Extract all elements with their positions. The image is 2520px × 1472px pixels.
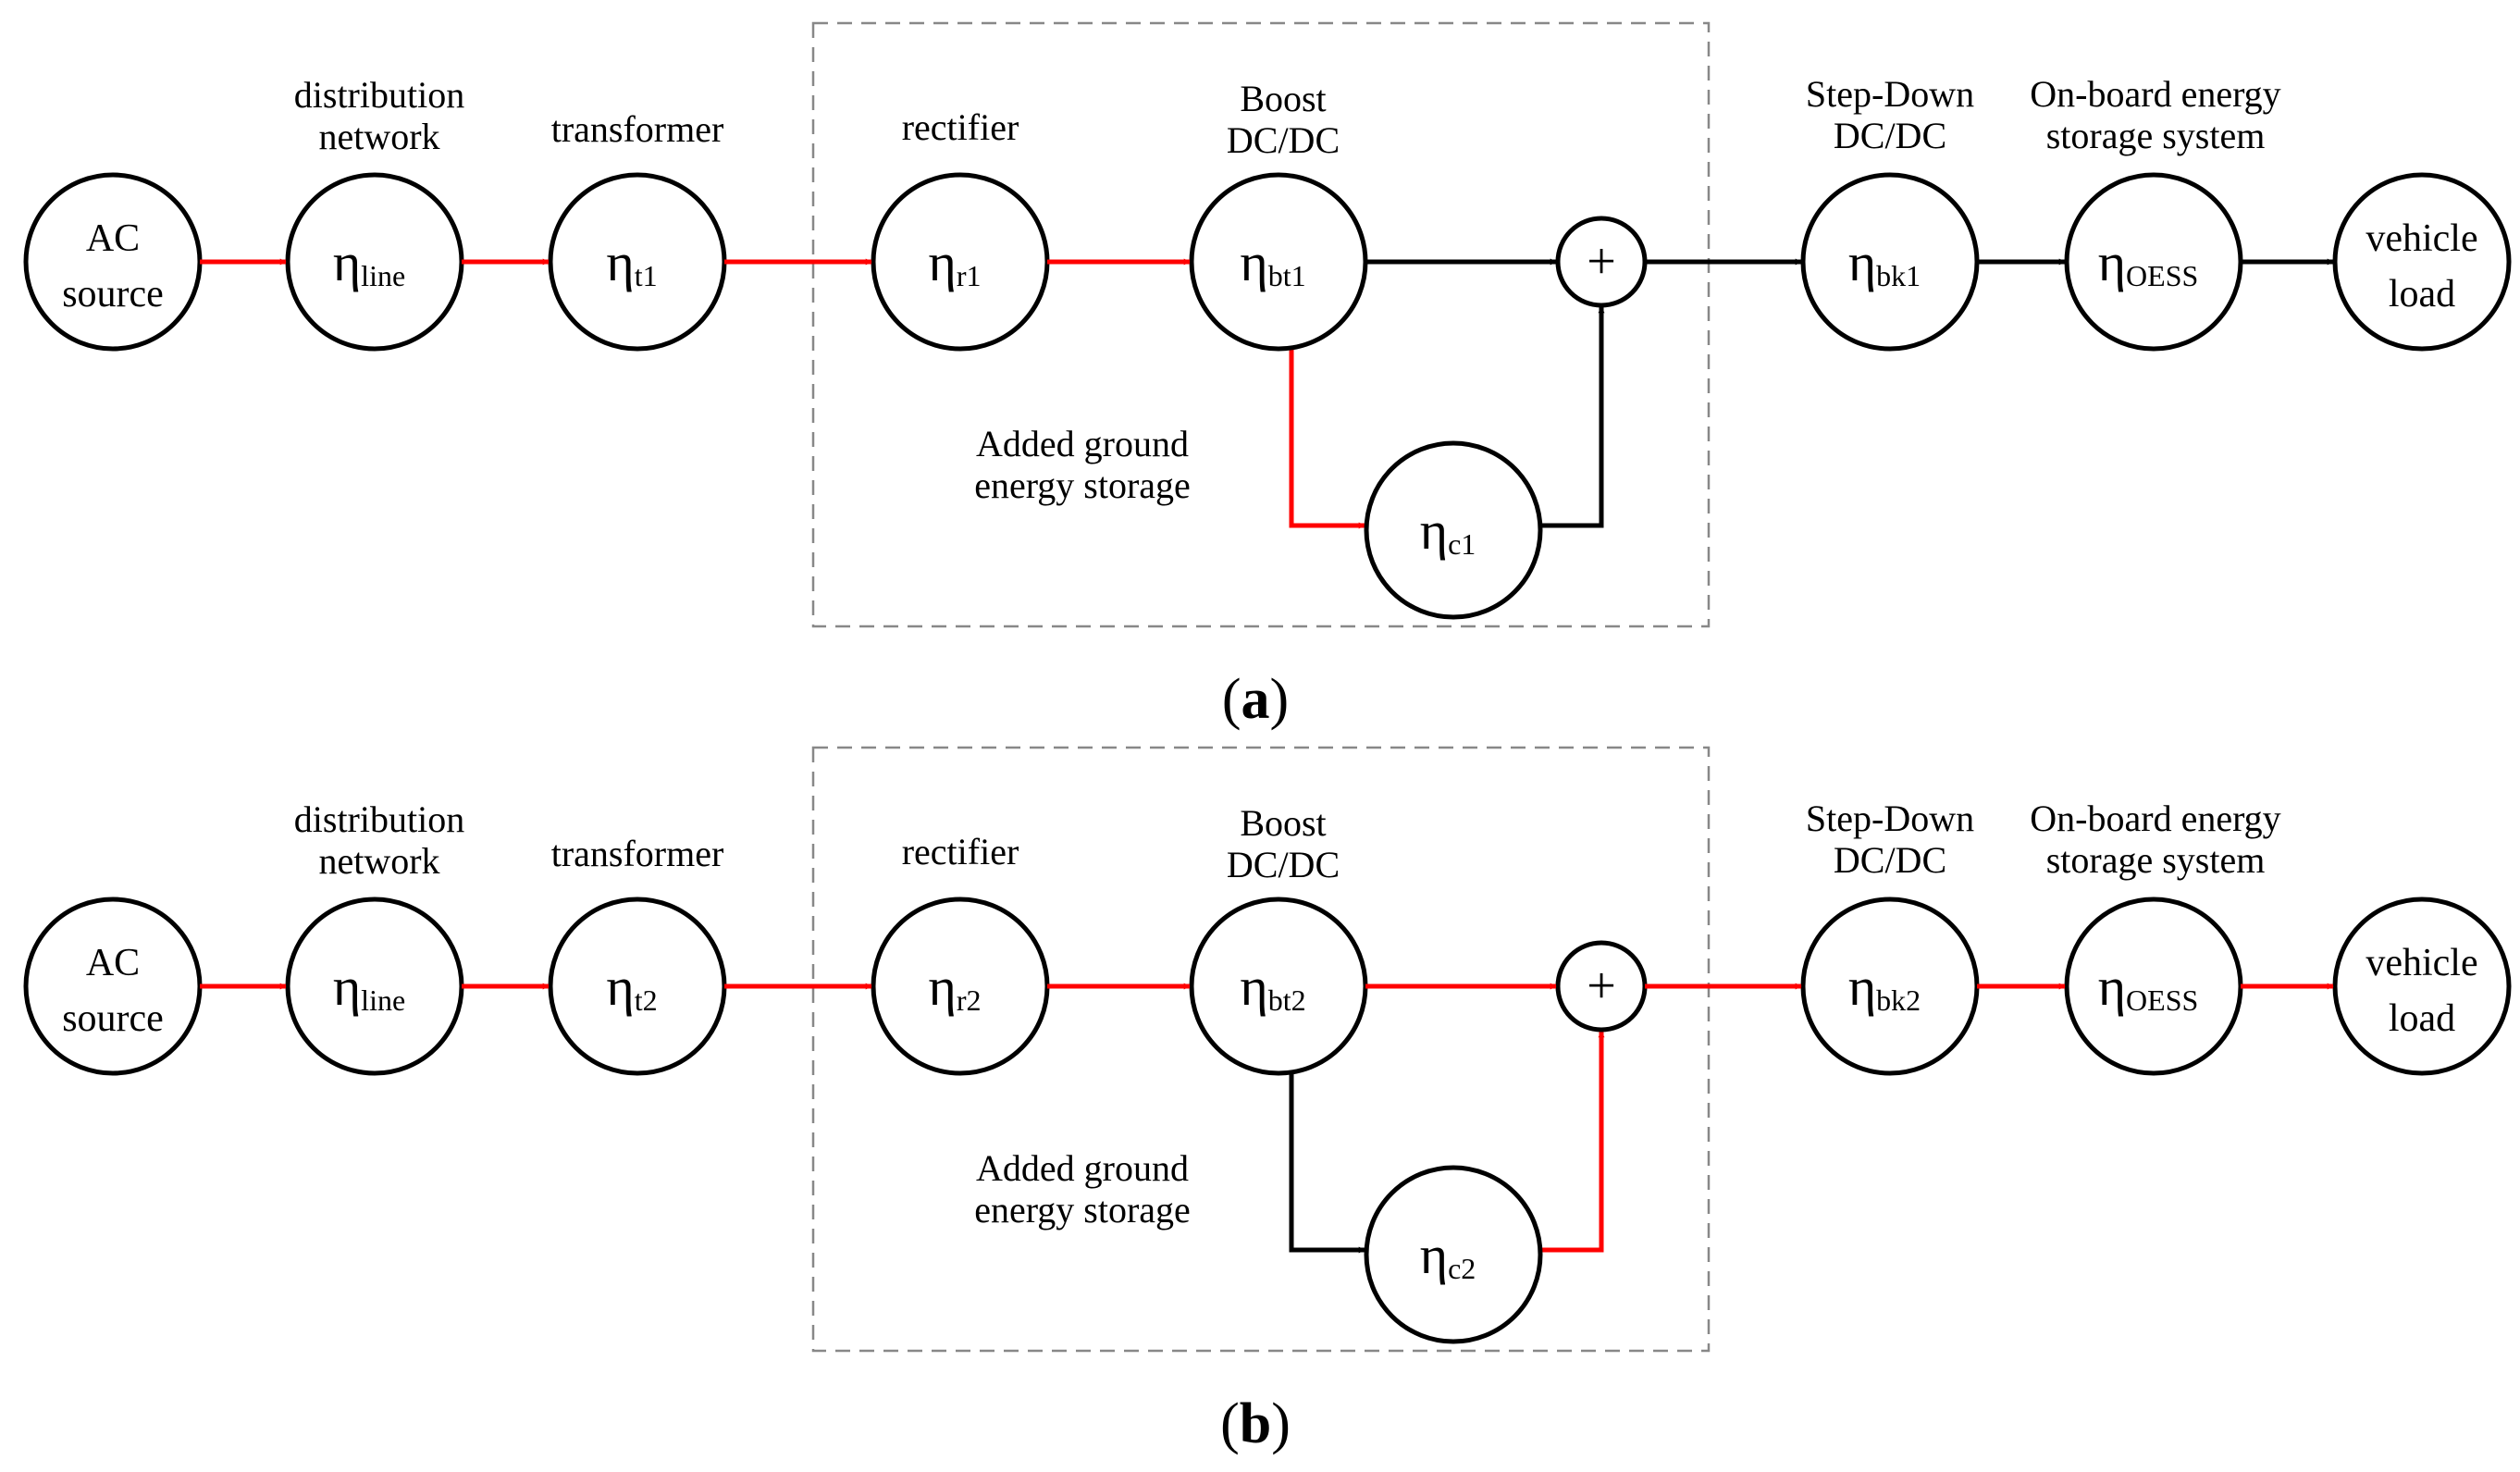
transformer-eta-symbol: η (606, 232, 634, 292)
load-node-label-2: load (2389, 997, 2455, 1040)
rectifier-label-line-1: rectifier (902, 106, 1019, 148)
edge-storage-to-sum (1540, 1031, 1605, 1253)
boost-eta-symbol: η (1240, 957, 1267, 1017)
line-eta-subscript: line (361, 259, 405, 292)
stepdown-eta-subscript: bk2 (1876, 983, 1921, 1017)
source-node-label-1: AC (86, 217, 140, 260)
transformer-eta-subscript: t2 (635, 983, 658, 1017)
step-down-dcdc-label-line-2: DC/DC (1834, 839, 1946, 881)
storage-eta-symbol: η (1420, 501, 1448, 561)
added-ground-storage-label-line-1: Added ground (976, 1147, 1189, 1189)
distribution-network-label-line-1: distribution (294, 798, 464, 840)
distribution-network-label-line-1: distribution (294, 74, 464, 116)
edges (1289, 306, 1605, 529)
added-ground-storage-label-line-2: energy storage (974, 464, 1191, 506)
stepdown-eta-symbol: η (1848, 957, 1876, 1017)
edge-boost-to-storage (1289, 347, 1365, 529)
line-eta-symbol: η (333, 957, 361, 1017)
transformer-efficiency-label: ηt2 (606, 957, 657, 1017)
rectifier-efficiency-label: ηr1 (929, 232, 982, 292)
onboard-storage-label-line-1: On-board energy (2030, 798, 2280, 839)
distribution-network-label-line-2: network (318, 840, 439, 882)
rectifier-eta-subscript: r2 (957, 983, 982, 1017)
boost-eta-symbol: η (1240, 232, 1267, 292)
added-ground-storage-label-line-1: Added ground (976, 423, 1189, 464)
rectifier-eta-subscript: r1 (957, 259, 982, 292)
boost-dcdc-label-line-1: Boost (1240, 78, 1326, 119)
source-node-circle (23, 897, 203, 1076)
oess-efficiency-label: ηOESS (2098, 232, 2199, 292)
transformer-label-line-1: transformer (551, 108, 724, 150)
added-ground-storage-label-line-2: energy storage (974, 1189, 1191, 1231)
load-node-circle (2332, 897, 2512, 1076)
storage-eta-symbol: η (1420, 1225, 1448, 1285)
storage-eta-subscript: c2 (1448, 1252, 1476, 1285)
rectifier-eta-symbol: η (929, 232, 957, 292)
boost-dcdc-label-line-2: DC/DC (1227, 119, 1340, 161)
source-node-label-2: source (62, 273, 164, 315)
step-down-dcdc-label-line-2: DC/DC (1834, 115, 1946, 156)
storage-efficiency-label: ηc2 (1420, 1225, 1476, 1285)
storage-node-circle (1364, 1165, 1543, 1344)
boost-dcdc-label-line-2: DC/DC (1227, 844, 1340, 885)
transformer-eta-symbol: η (606, 957, 634, 1017)
onboard-storage-label-line-2: storage system (2046, 115, 2266, 156)
stepdown-eta-symbol: η (1848, 232, 1876, 292)
source-node-circle (23, 172, 203, 352)
oess-efficiency-label: ηOESS (2098, 957, 2199, 1017)
edge-boost-to-storage (1289, 1071, 1365, 1254)
transformer-label-line-1: transformer (551, 833, 724, 874)
boost-eta-subscript: bt2 (1268, 983, 1306, 1017)
summing-junction-plus: + (1587, 958, 1616, 1015)
rectifier-label-line-1: rectifier (902, 831, 1019, 872)
storage-node-circle (1364, 440, 1543, 620)
oess-eta-symbol: η (2098, 957, 2126, 1017)
storage-efficiency-label: ηc1 (1420, 501, 1476, 561)
load-node-circle (2332, 172, 2512, 352)
load-node-label-2: load (2389, 273, 2455, 315)
onboard-storage-label-line-2: storage system (2046, 839, 2266, 881)
rectifier-eta-symbol: η (929, 957, 957, 1017)
oess-eta-subscript: OESS (2126, 259, 2198, 292)
rectifier-efficiency-label: ηr2 (929, 957, 982, 1017)
load-node-label-1: vehicle (2366, 942, 2477, 984)
transformer-eta-subscript: t1 (635, 259, 658, 292)
summing-junction-plus: + (1587, 233, 1616, 291)
stepdown-efficiency-label: ηbk2 (1848, 957, 1921, 1017)
step-down-dcdc-label-line-1: Step-Down (1806, 73, 1974, 115)
ground-station-frame (811, 746, 1711, 1353)
boost-efficiency-label: ηbt1 (1240, 232, 1305, 292)
ground-station-frame (811, 21, 1711, 628)
line-eta-symbol: η (333, 232, 361, 292)
onboard-storage-label-line-1: On-board energy (2030, 73, 2280, 115)
step-down-dcdc-label-line-1: Step-Down (1806, 798, 1974, 839)
panel-caption: (a) (1222, 668, 1289, 731)
oess-eta-subscript: OESS (2126, 983, 2198, 1017)
edges (1289, 1031, 1605, 1254)
stepdown-efficiency-label: ηbk1 (1848, 232, 1921, 292)
line-efficiency-label: ηline (333, 957, 405, 1017)
edge-storage-to-sum (1540, 306, 1605, 528)
source-node-label-1: AC (86, 942, 140, 984)
boost-eta-subscript: bt1 (1268, 259, 1306, 292)
stepdown-eta-subscript: bk1 (1876, 259, 1921, 292)
transformer-efficiency-label: ηt1 (606, 232, 657, 292)
source-node-label-2: source (62, 997, 164, 1040)
load-node-label-1: vehicle (2366, 217, 2477, 260)
storage-eta-subscript: c1 (1448, 527, 1476, 561)
panel-caption: (b) (1220, 1392, 1291, 1455)
boost-efficiency-label: ηbt2 (1240, 957, 1305, 1017)
distribution-network-label-line-2: network (318, 116, 439, 157)
boost-dcdc-label-line-1: Boost (1240, 802, 1326, 844)
line-eta-subscript: line (361, 983, 405, 1017)
line-efficiency-label: ηline (333, 232, 405, 292)
oess-eta-symbol: η (2098, 232, 2126, 292)
